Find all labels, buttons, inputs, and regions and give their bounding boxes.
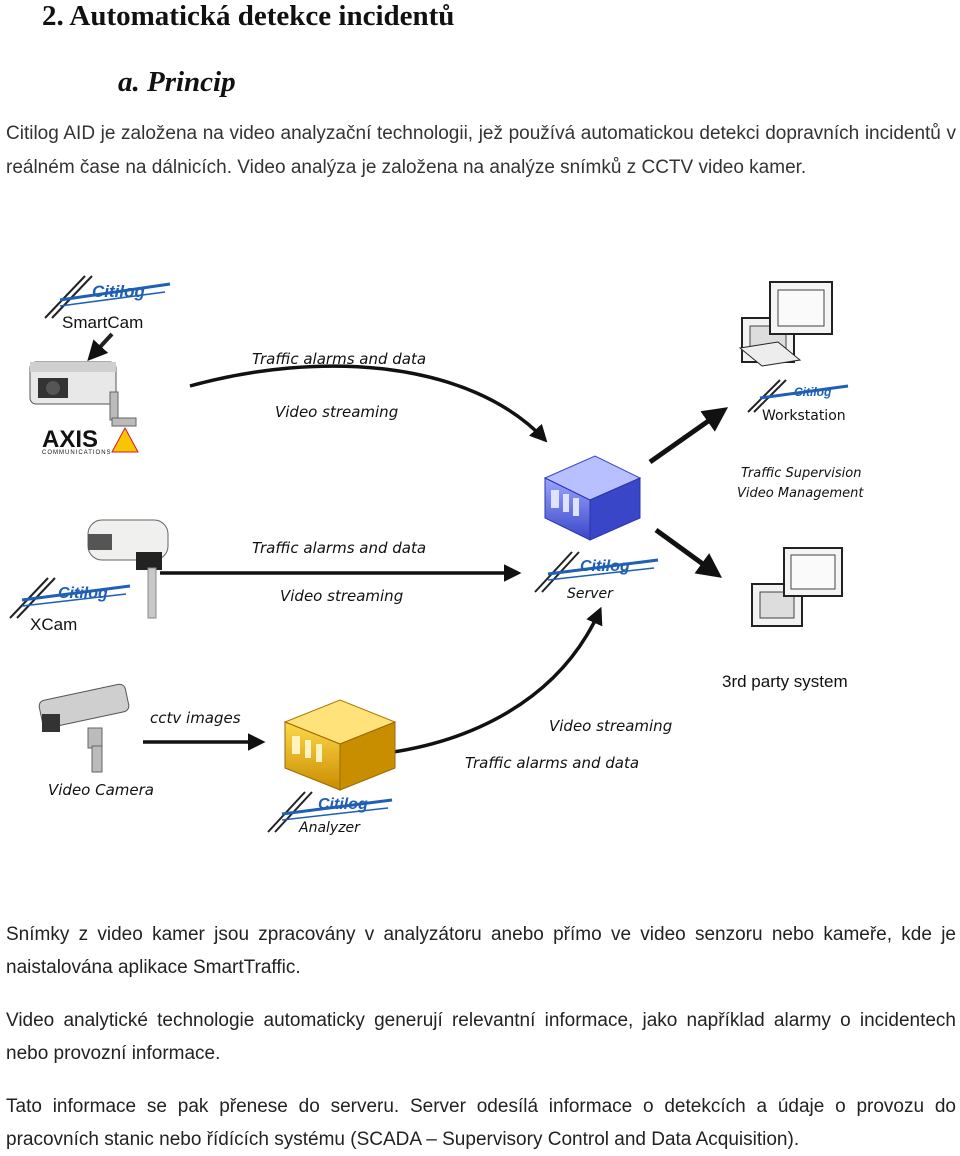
arrow1-top-label: Traffic alarms and data <box>252 350 427 368</box>
analyzer-label: Analyzer <box>299 820 360 836</box>
arrow-analyzer-to-server <box>369 606 603 757</box>
section-heading: 2. Automatická detekce incidentů <box>42 0 455 32</box>
citilog-smartcam-brand: Citilog <box>92 282 145 301</box>
paragraph-3: Tato informace se pak přenese do serveru… <box>6 1096 956 1150</box>
cctv-images-label: cctv images <box>150 709 241 727</box>
supervision-label-line2: Video Management <box>737 486 864 501</box>
axis-sub: COMMUNICATIONS <box>42 450 112 456</box>
citilog-workstation-brand: Citilog <box>794 385 832 399</box>
workstation-label: Workstation <box>762 408 846 424</box>
citilog-server-brand: Citilog <box>580 558 630 575</box>
video-camera-label: Video Camera <box>48 781 154 799</box>
paragraph-1: Snímky z video kamer jsou zpracovány v a… <box>6 924 956 978</box>
analyzer-icon <box>283 699 397 791</box>
arrow3-bottom-label: Traffic alarms and data <box>465 754 640 772</box>
axis-logo-icon <box>111 426 139 453</box>
workstation-computer-icon <box>738 281 833 367</box>
citilog-logo-xcam-icon <box>9 577 131 619</box>
arrow3-top-label: Video streaming <box>549 717 673 735</box>
subsection-heading: a. Princip <box>118 66 236 98</box>
citilog-xcam-brand: Citilog <box>58 585 108 602</box>
citilog-logo-analyzer-icon <box>267 791 393 833</box>
citilog-analyzer-brand: Citilog <box>318 796 368 813</box>
server-icon <box>543 455 642 541</box>
arrow1-bottom-label: Video streaming <box>275 403 399 421</box>
arrow2-bottom-label: Video streaming <box>280 587 404 605</box>
xcam-label: XCam <box>30 615 78 634</box>
xcam-camera-icon <box>87 519 169 619</box>
citilog-logo-smartcam-icon <box>44 275 171 319</box>
third-party-computer-icon <box>751 547 843 627</box>
citilog-logo-server-icon <box>534 551 659 593</box>
server-label: Server <box>567 586 613 602</box>
paragraph-2: Video analytické technologie automaticky… <box>6 1010 956 1064</box>
intro-paragraph: Citilog AID je založena na video analyza… <box>6 123 956 178</box>
arrow-smartcam-to-server <box>189 364 548 443</box>
arrow-server-to-workstation <box>648 407 729 465</box>
axis-brand: AXIS <box>42 426 99 453</box>
smartcam-label: SmartCam <box>62 313 144 332</box>
citilog-logo-workstation-icon <box>747 379 849 413</box>
arrow2-top-label: Traffic alarms and data <box>252 539 427 557</box>
video-camera-icon <box>38 683 130 773</box>
smartcam-camera-icon <box>29 332 137 427</box>
arrow-server-to-third-party <box>654 527 723 578</box>
supervision-label-line1: Traffic Supervision <box>741 466 862 481</box>
system-diagram <box>9 275 849 833</box>
third-party-label: 3rd party system <box>722 672 848 691</box>
